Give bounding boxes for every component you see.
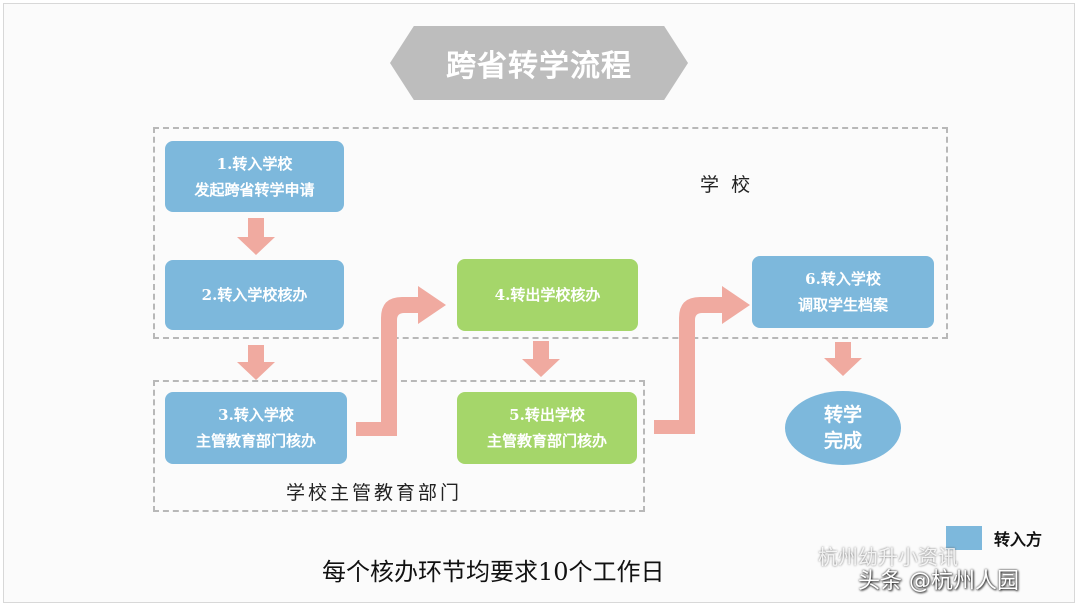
end-node: 转学 完成 bbox=[785, 391, 901, 465]
step-1-box: 1.转入学校 发起跨省转学申请 bbox=[165, 141, 344, 212]
school-region-label: 学 校 bbox=[700, 174, 751, 196]
step-2-box: 2.转入学校核办 bbox=[165, 260, 344, 330]
step-3-line2: 主管教育部门核办 bbox=[195, 432, 316, 450]
step-4-box: 4.转出学校核办 bbox=[457, 259, 638, 331]
step-5-line2: 主管教育部门核办 bbox=[486, 432, 607, 450]
step-4-line1: 4.转出学校核办 bbox=[494, 286, 601, 304]
step-6-box: 6.转入学校 调取学生档案 bbox=[752, 256, 934, 328]
diagram-title: 跨省转学流程 bbox=[446, 49, 632, 84]
wechat-icon bbox=[819, 546, 846, 565]
title-banner: 跨省转学流程 bbox=[390, 26, 688, 100]
watermark-line2: 头条 @杭州人园 bbox=[858, 569, 1019, 594]
end-line1: 转学 bbox=[823, 404, 862, 426]
end-line2: 完成 bbox=[823, 430, 862, 452]
footer-note: 每个核办环节均要求10个工作日 bbox=[322, 558, 665, 586]
watermark-line1: 杭州幼升小资讯 bbox=[818, 545, 958, 569]
step-1-line2: 发起跨省转学申请 bbox=[194, 180, 315, 199]
step-6-line1: 6.转入学校 bbox=[805, 270, 881, 288]
step-3-box: 3.转入学校 主管教育部门核办 bbox=[165, 392, 347, 464]
legend-swatch bbox=[946, 526, 982, 550]
department-region-label: 学校主管教育部门 bbox=[286, 482, 463, 504]
legend-label: 转入方 bbox=[994, 530, 1043, 549]
school-region bbox=[153, 127, 948, 339]
step-3-line1: 3.转入学校 bbox=[218, 406, 294, 424]
step-5-box: 5.转出学校 主管教育部门核办 bbox=[457, 392, 637, 464]
step-2-line1: 2.转入学校核办 bbox=[201, 286, 308, 304]
step-6-line2: 调取学生档案 bbox=[797, 296, 888, 314]
step-5-line1: 5.转出学校 bbox=[509, 406, 585, 424]
step-1-line1: 1.转入学校 bbox=[216, 154, 293, 173]
